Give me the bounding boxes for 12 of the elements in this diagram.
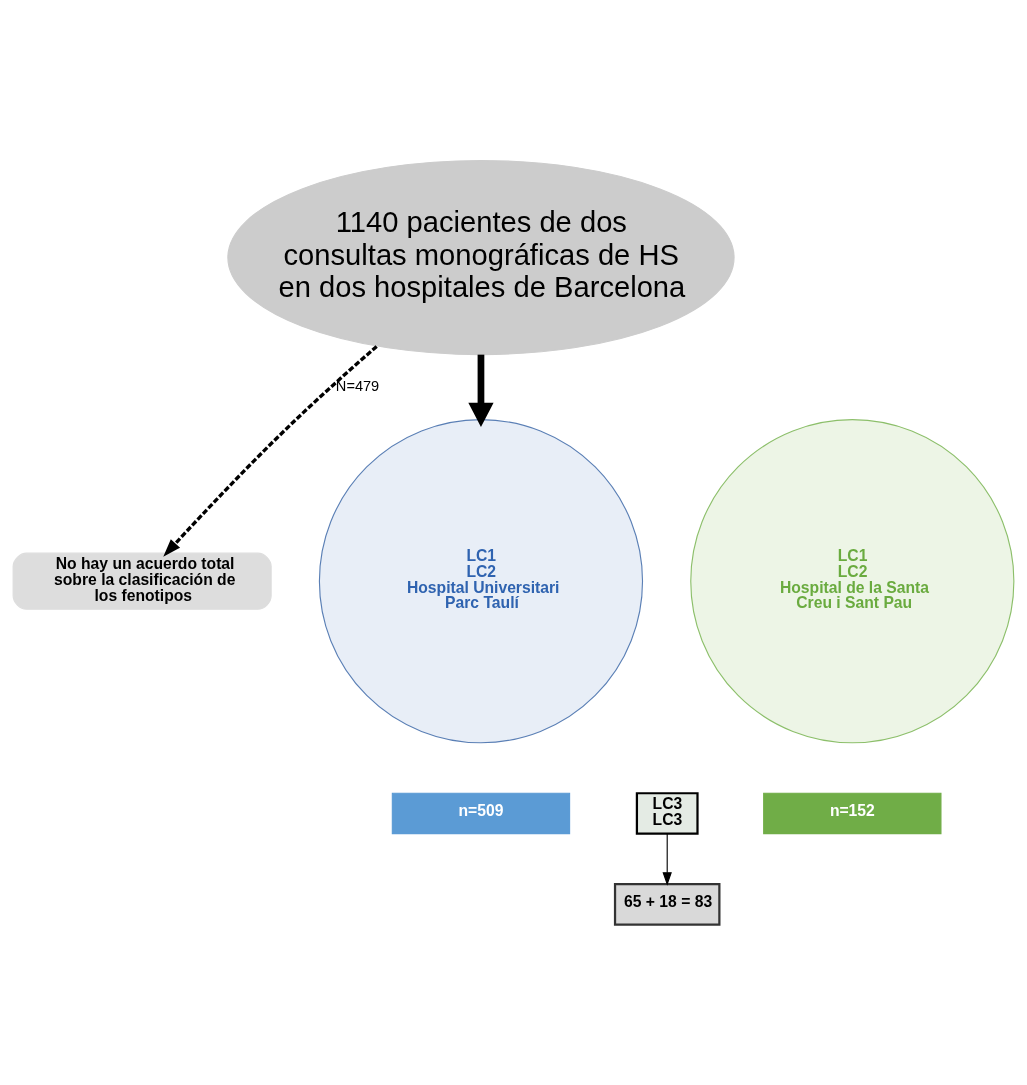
node-box: LC3 LC3	[635, 792, 699, 835]
node-box: 65 + 18 = 83	[613, 883, 721, 926]
node-box: n=152	[763, 792, 942, 835]
arrow	[163, 345, 378, 557]
node-circle: LC1 LC2 Hospital Universitari Parc Taulí	[318, 419, 644, 744]
node-circle: LC1 LC2 Hospital de la Santa Creu i Sant Pau	[690, 419, 1015, 744]
arrow	[662, 833, 672, 886]
arrow	[468, 354, 494, 427]
node-box: n=509	[391, 792, 571, 835]
node-ellipse: 1140 pacientes de dos consultas monográficas de HS en dos hospitales de Barcelona	[227, 159, 735, 356]
node-box: No hay un acuerdo total sobre la clasificación de los fenotipos	[12, 552, 272, 610]
edge-label: N=479	[335, 377, 380, 394]
